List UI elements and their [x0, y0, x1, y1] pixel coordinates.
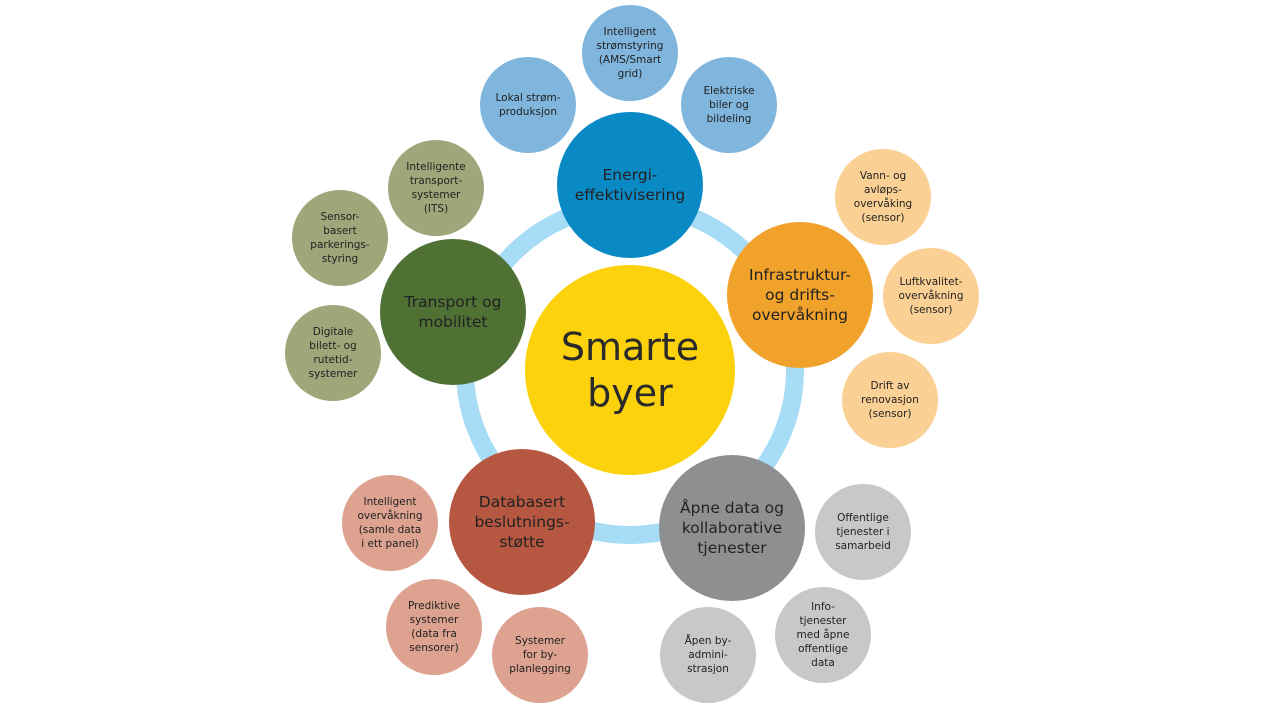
center-node-smarte-byer: Smarte byer	[525, 265, 735, 475]
item-water-monitoring: Vann- og avløps- overvåking (sensor)	[835, 149, 931, 245]
item-public-services: Offentlige tjenester i samarbeid	[815, 484, 911, 580]
item-city-planning: Systemer for by- planlegging	[492, 607, 588, 703]
item-smart-grid: Intelligent strømstyring (AMS/Smart grid…	[582, 5, 678, 101]
item-predictive-systems: Prediktive systemer (data fra sensorer)	[386, 579, 482, 675]
item-intelligent-monitoring: Intelligent overvåkning (samle data i et…	[342, 475, 438, 571]
theme-decision-support: Databasert beslutnings- støtte	[449, 449, 595, 595]
theme-energy: Energi- effektivisering	[557, 112, 703, 258]
item-open-administration: Åpen by- admini- strasjon	[660, 607, 756, 703]
item-air-quality: Luftkvalitet- overvåkning (sensor)	[883, 248, 979, 344]
item-its: Intelligente transport- systemer (ITS)	[388, 140, 484, 236]
theme-infrastructure: Infrastruktur- og drifts- overvåkning	[727, 222, 873, 368]
item-waste-operations: Drift av renovasjon (sensor)	[842, 352, 938, 448]
item-local-power: Lokal strøm- produksjon	[480, 57, 576, 153]
item-parking: Sensor- basert parkerings- styring	[292, 190, 388, 286]
item-electric-cars: Elektriske biler og bildeling	[681, 57, 777, 153]
item-digital-tickets: Digitale bilett- og rutetid- systemer	[285, 305, 381, 401]
item-info-services: Info- tjenester med åpne offentlige data	[775, 587, 871, 683]
theme-open-data: Åpne data og kollaborative tjenester	[659, 455, 805, 601]
theme-transport: Transport og mobilitet	[380, 239, 526, 385]
